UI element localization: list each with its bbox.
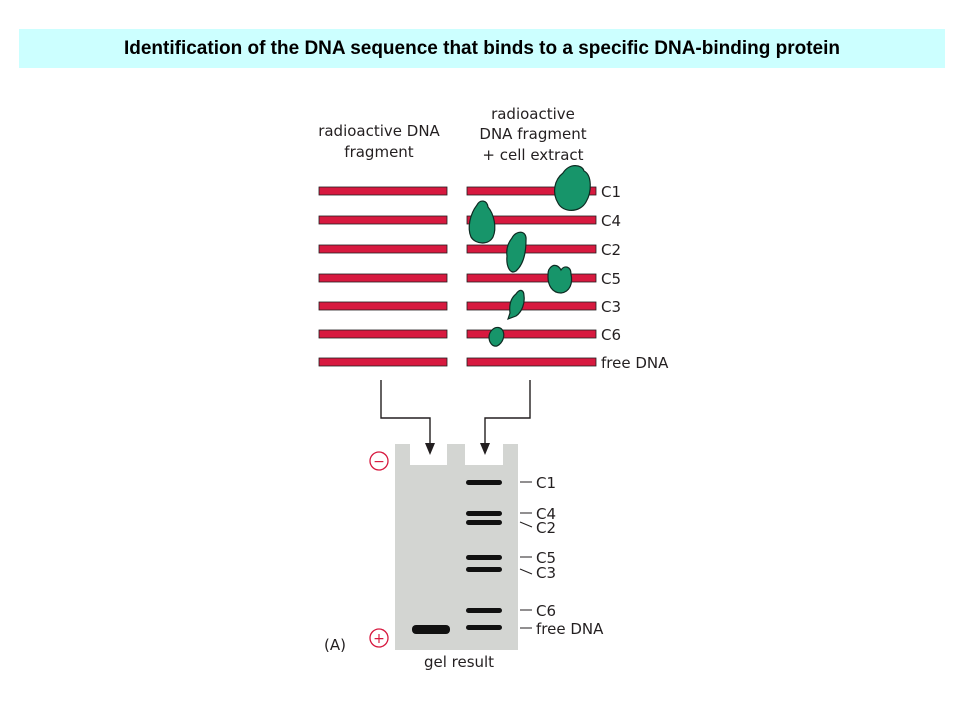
band-leader-lines [519, 481, 533, 629]
protein-c4 [468, 200, 496, 244]
band-label-c6: C6 [536, 602, 556, 620]
left-header-line-2: fragment [344, 143, 414, 161]
left-fragment-7 [318, 357, 448, 367]
right-fragment-2 [466, 215, 597, 225]
band-c4 [466, 511, 502, 516]
slide-title: Identification of the DNA sequence that … [123, 38, 841, 59]
right-fragments [466, 186, 597, 367]
band-c1 [466, 480, 502, 485]
left-fragment-3 [318, 244, 448, 254]
protein-c1 [553, 165, 591, 211]
fragment-label-free-dna: free DNA [601, 354, 669, 372]
band-label-c5: C5 [536, 549, 556, 567]
left-fragments [318, 186, 448, 367]
negative-electrode-icon [369, 451, 389, 471]
right-fragment-3 [466, 244, 597, 254]
left-fragment-2 [318, 215, 448, 225]
proteins [468, 165, 591, 347]
band-label-c1: C1 [536, 474, 556, 492]
fragment-label-c5: C5 [601, 270, 621, 288]
band-label-c4: C4 [536, 505, 556, 523]
band-right-free-dna [466, 625, 502, 630]
right-fragment-7 [466, 357, 597, 367]
fragment-label-c6: C6 [601, 326, 621, 344]
right-header-line-2: DNA fragment [479, 125, 586, 143]
gel-bands [412, 480, 502, 634]
right-arrowhead-icon [480, 443, 490, 455]
gel-caption: gel result [424, 653, 494, 671]
fragment-label-c3: C3 [601, 298, 621, 316]
gel-slab [395, 444, 518, 650]
protein-c6 [488, 326, 505, 347]
right-header-line-1: radioactive [491, 105, 575, 123]
fragment-label-c4: C4 [601, 212, 621, 230]
left-fragment-5 [318, 301, 448, 311]
protein-c3 [507, 289, 525, 321]
left-fragment-6 [318, 329, 448, 339]
left-arrowhead-icon [425, 443, 435, 455]
positive-electrode-icon [369, 628, 389, 648]
left-load-arrow [380, 380, 431, 446]
negative-electrode-sign: − [373, 454, 385, 470]
right-load-arrow [484, 380, 531, 446]
right-fragment-6 [466, 329, 597, 339]
band-label-c2: C2 [536, 519, 556, 537]
fragment-labels: C1 C4 C2 C5 C3 C6 free DNA [601, 183, 669, 372]
left-fragment-1 [318, 186, 448, 196]
left-fragment-4 [318, 273, 448, 283]
band-c2 [466, 520, 502, 525]
band-c6 [466, 608, 502, 613]
protein-c2 [506, 231, 527, 273]
protein-c5 [547, 264, 573, 294]
right-fragment-1 [466, 186, 597, 196]
band-c5 [466, 555, 502, 560]
left-header-line-1: radioactive DNA [318, 122, 440, 140]
band-c3 [466, 567, 502, 572]
right-header-line-3: + cell extract [482, 146, 583, 164]
fragment-label-c1: C1 [601, 183, 621, 201]
band-label-c3: C3 [536, 564, 556, 582]
right-fragment-5 [466, 301, 597, 311]
loading-arrows [380, 380, 531, 446]
panel-label: (A) [324, 636, 346, 654]
band-label-free-dna: free DNA [536, 620, 604, 638]
fragment-label-c2: C2 [601, 241, 621, 259]
title-banner: Identification of the DNA sequence that … [19, 29, 945, 68]
band-left-free-dna [412, 625, 450, 634]
positive-electrode-sign: + [373, 631, 385, 647]
right-fragment-4 [466, 273, 597, 283]
gel-band-labels: C1 C4 C2 C5 C3 C6 free DNA [536, 474, 604, 638]
